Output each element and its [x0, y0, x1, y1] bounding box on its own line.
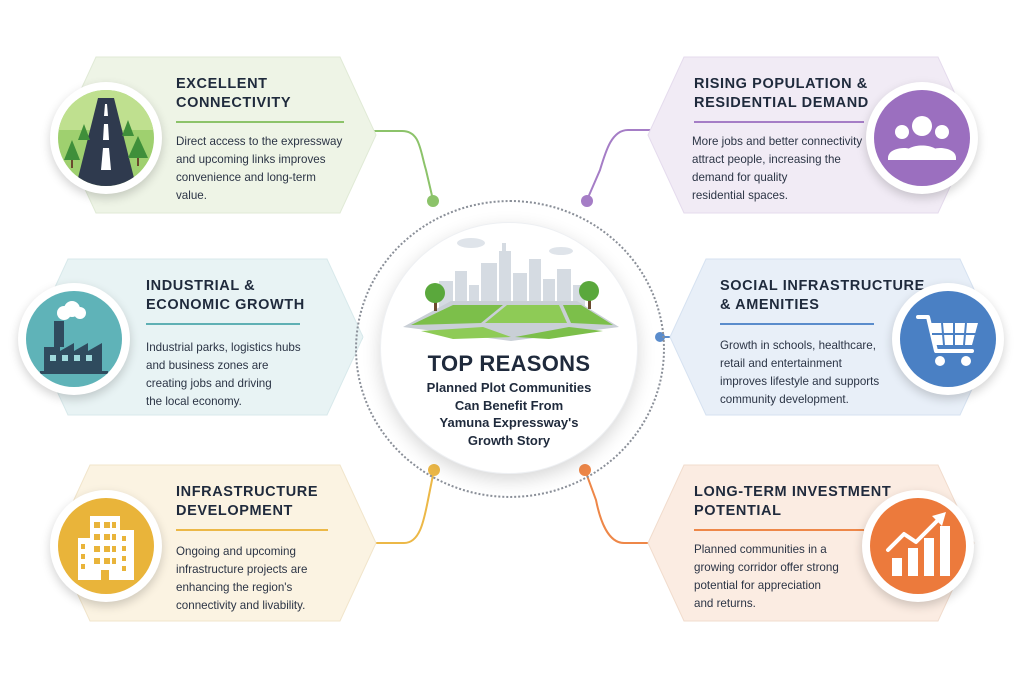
factory-icon	[26, 291, 122, 387]
center-subtitle: Planned Plot Communities Can Benefit Fro…	[426, 380, 592, 448]
card-divider	[720, 323, 874, 325]
card-description: Industrial parks, logistics hubs and bus…	[146, 341, 301, 408]
card-title: LONG-TERM INVESTMENT POTENTIAL	[694, 484, 892, 519]
card-description: More jobs and better connectivity attrac…	[692, 135, 863, 202]
card-divider	[694, 121, 864, 123]
center-disc: TOP REASONS Planned Plot Communities Can…	[380, 222, 638, 474]
growth-chart-icon	[870, 498, 966, 594]
shopping-cart-icon	[900, 291, 996, 387]
people-icon	[874, 90, 970, 186]
badge-industrial	[18, 283, 130, 395]
badge-social	[892, 283, 1004, 395]
card-title: EXCELLENT CONNECTIVITY	[176, 76, 292, 111]
badge-infrastructure	[50, 490, 162, 602]
card-description: Growth in schools, healthcare, retail an…	[720, 339, 880, 406]
card-description: Planned communities in a growing corrido…	[694, 543, 839, 610]
badge-population	[866, 82, 978, 194]
road-icon	[58, 90, 154, 186]
connector-infrastructure	[364, 469, 435, 544]
dot-connectivity-inner	[427, 195, 439, 207]
card-title: RISING POPULATION & RESIDENTIAL DEMAND	[694, 76, 869, 111]
card-divider	[146, 323, 300, 325]
card-description: Direct access to the expressway and upco…	[176, 135, 343, 202]
card-divider	[176, 121, 344, 123]
connector-connectivity	[362, 130, 434, 201]
badge-connectivity	[50, 82, 162, 194]
card-divider	[694, 529, 864, 531]
center-title: TOP REASONS	[427, 351, 591, 376]
card-description: Ongoing and upcoming infrastructure proj…	[176, 545, 308, 612]
connector-investment	[584, 469, 656, 544]
card-title: INDUSTRIAL & ECONOMIC GROWTH	[146, 278, 305, 313]
connector-population	[586, 129, 662, 201]
card-title: SOCIAL INFRASTRUCTURE & AMENITIES	[720, 278, 925, 313]
dot-population-inner	[581, 195, 593, 207]
card-title: INFRASTRUCTURE DEVELOPMENT	[176, 484, 319, 519]
card-divider	[176, 529, 328, 531]
building-icon	[58, 498, 154, 594]
badge-investment	[862, 490, 974, 602]
city-plots-illustration	[403, 238, 619, 341]
center-dotted-ring	[355, 200, 665, 498]
